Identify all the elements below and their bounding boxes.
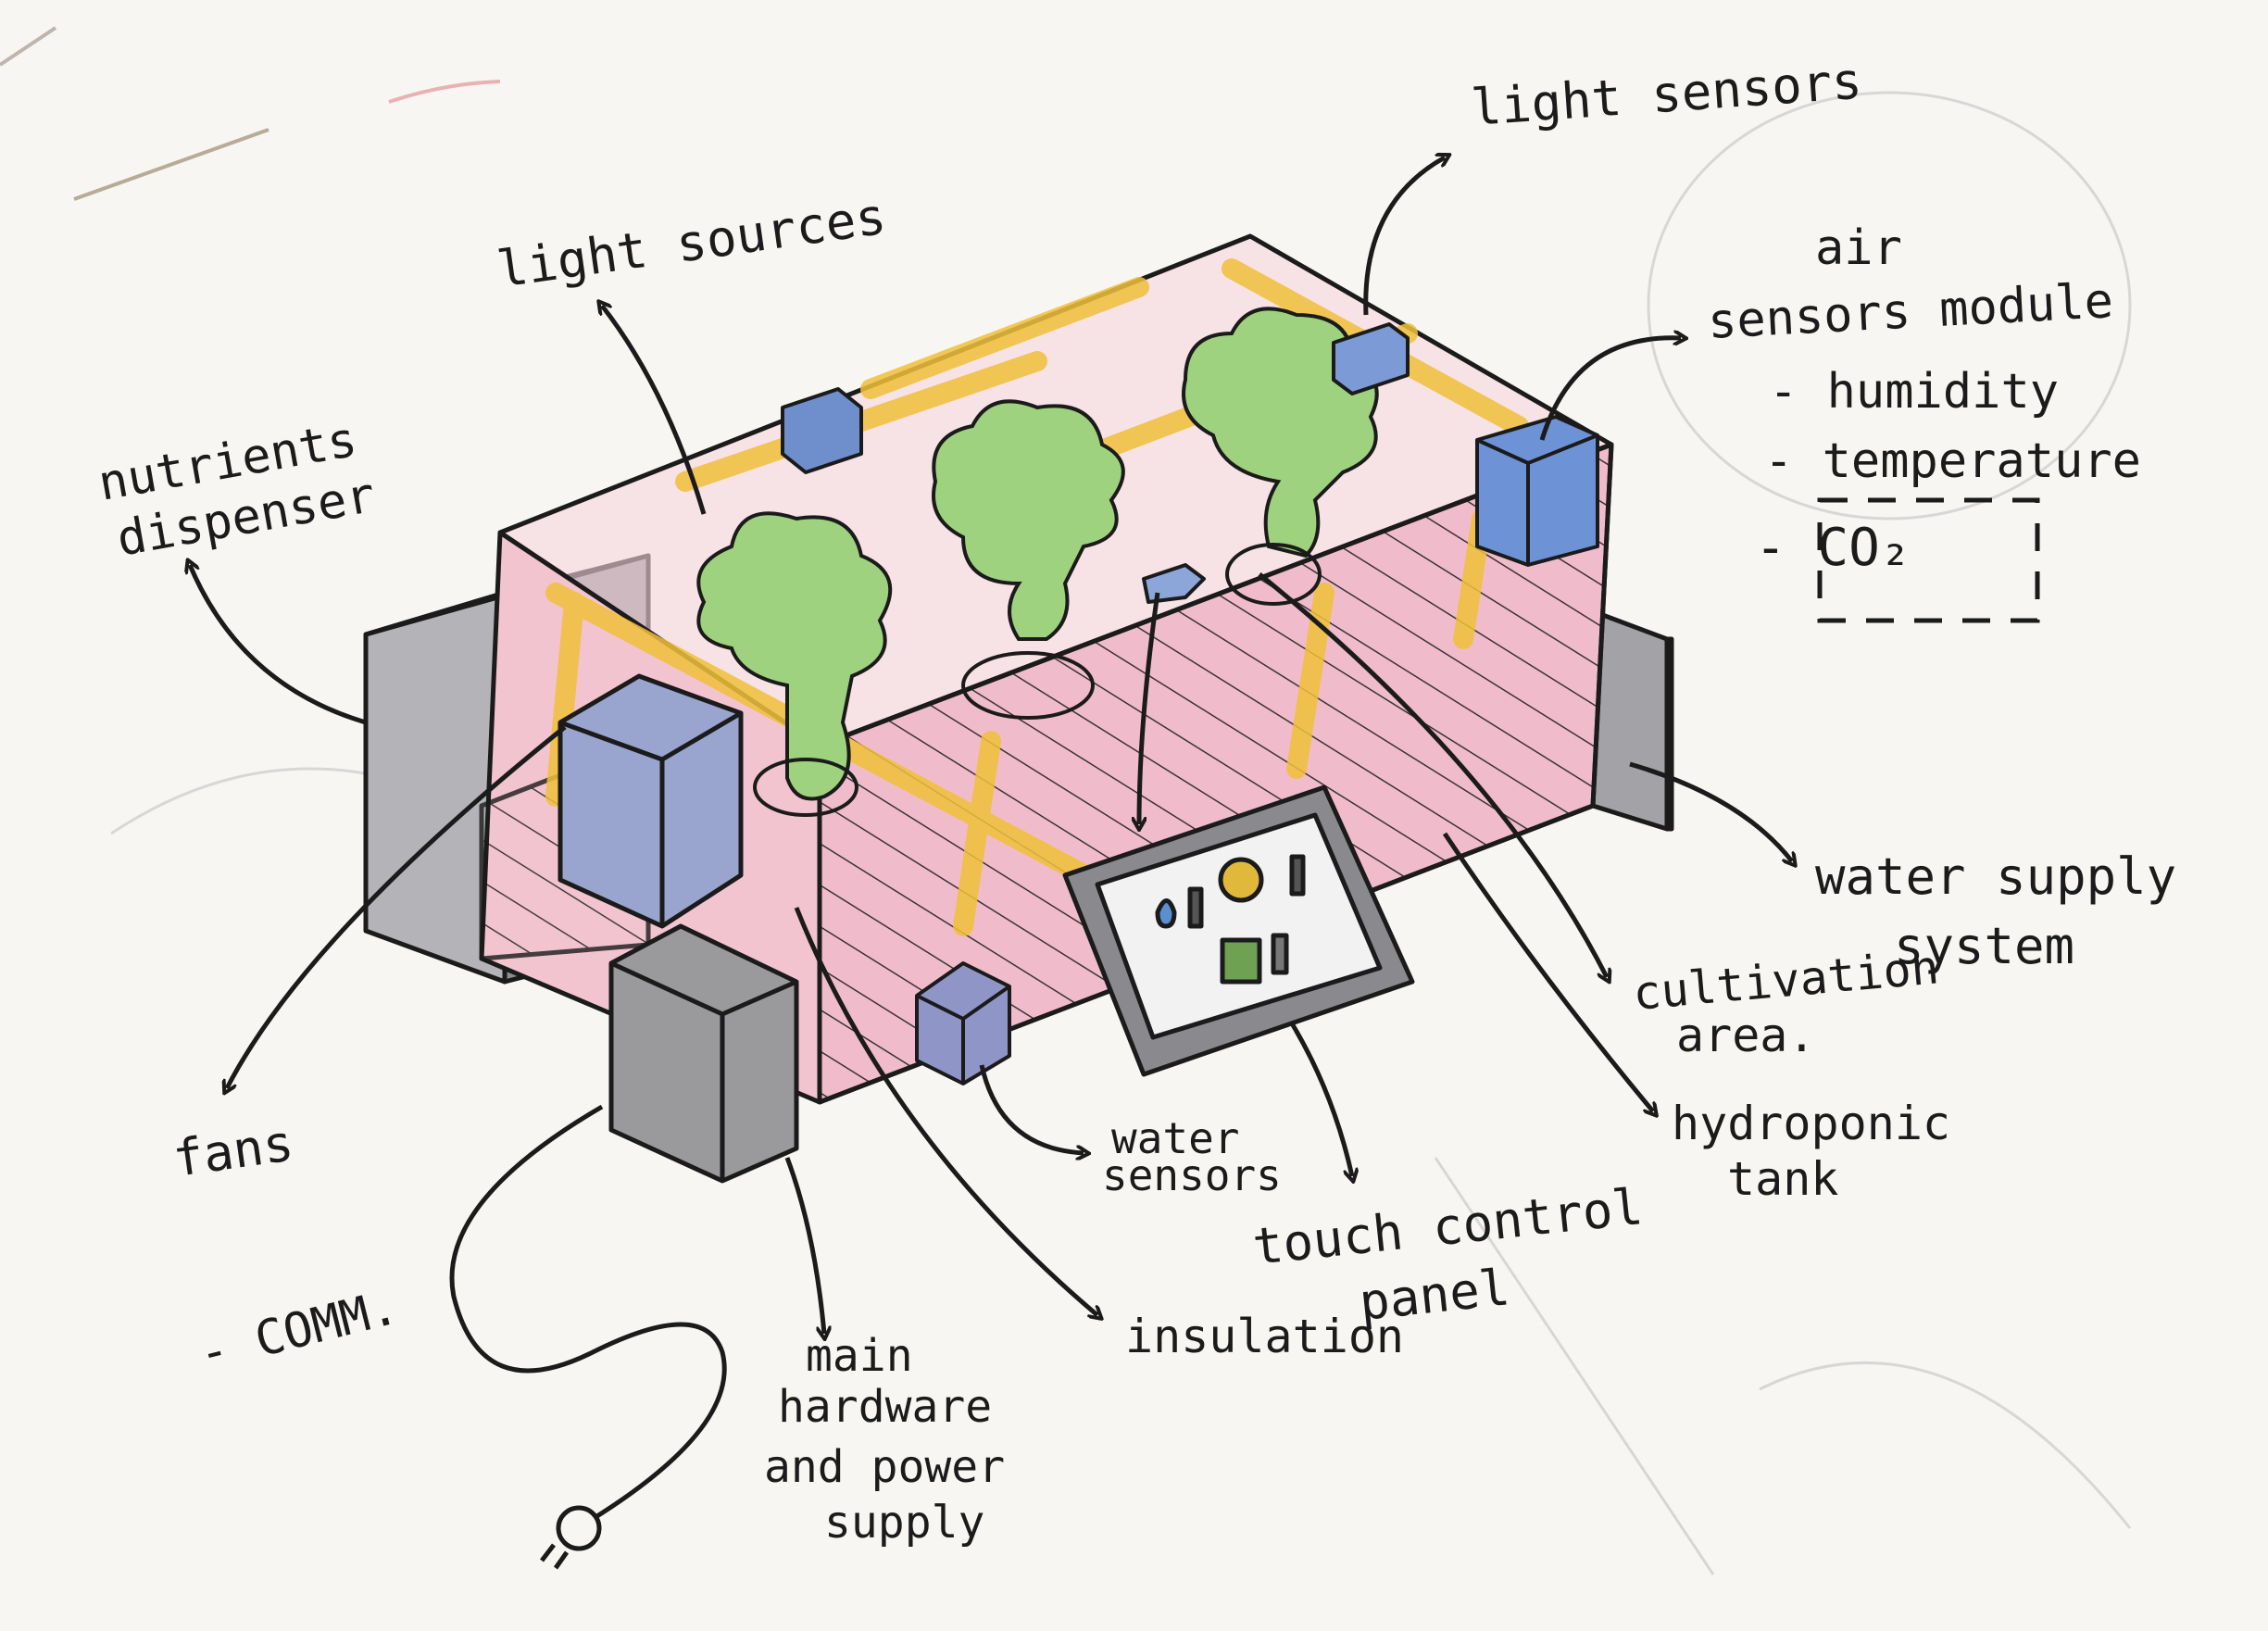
label-main: main (806, 1330, 913, 1382)
label-hardware: hardware (778, 1381, 992, 1433)
label-sensors: sensors (1102, 1150, 1282, 1200)
label-co2: - CO₂ (1755, 518, 1911, 578)
label-humidity: - humidity (1769, 364, 2059, 420)
right-tank (1593, 611, 1672, 829)
label-area: area. (1676, 1009, 1816, 1062)
label-hydroponic: hydroponic (1672, 1097, 1950, 1150)
label-light-sources: light sources (494, 187, 889, 299)
label-tank: tank (1727, 1152, 1838, 1206)
air-sensors-cube (1477, 417, 1598, 565)
label-air: air (1815, 220, 1902, 276)
label-light-sensors: light sensors (1470, 52, 1864, 137)
power-cable (452, 1107, 724, 1568)
label-touch-control: touch control (1250, 1177, 1646, 1276)
label-supply: supply (824, 1497, 984, 1549)
label-water-supply: water supply (1815, 847, 2176, 906)
label-comm: - COMM. (194, 1279, 404, 1382)
label-sensors-module: sensors module (1707, 273, 2115, 350)
label-fans: fans (169, 1113, 297, 1187)
fans-box (560, 676, 741, 926)
label-and-power: and power (764, 1441, 1005, 1493)
label-temperature: - temperature (1764, 433, 2141, 489)
label-insulation: insulation (1125, 1310, 1404, 1363)
